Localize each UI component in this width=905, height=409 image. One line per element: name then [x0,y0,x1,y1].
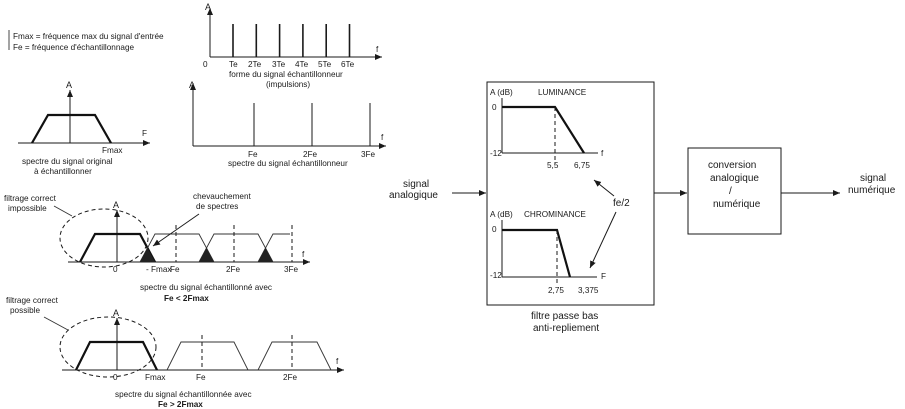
axis-y-label: A (dB) [490,88,513,97]
axis-y-label: A [189,80,195,90]
legend: Fmax = fréquence max du signal d'entrée … [8,30,164,52]
x-tick: 3,375 [578,286,599,295]
y-tick: -12 [490,271,502,280]
filter-caption: anti-repliement [533,323,599,334]
caption: forme du signal échantillonneur [229,70,343,79]
note: possible [10,306,40,315]
replica-spectrum [257,341,332,371]
tick-label: Fe [170,265,180,274]
axis-x-label: f [302,250,305,259]
tick-label: 4Te [295,60,309,69]
note: chevauchement [193,192,252,201]
tick-label: Fe [248,150,258,159]
sampler-spectrum-plot: A f Fe 2Fe 3Fe spectre du signal échanti… [189,80,386,168]
axis-y-label: A (dB) [490,210,513,219]
original-spectrum-plot: A F Fmax spectre du signal original à éc… [18,80,150,176]
caption: spectre du signal échantillonnée avec [115,390,252,399]
tick-label: 2Te [248,60,262,69]
tick-label: 2Fe [226,265,241,274]
filter-caption: filtre passe bas [531,311,598,322]
tick-label: 3Fe [284,265,299,274]
filter-zone-ellipse [59,208,149,268]
legend-fmax: Fmax = fréquence max du signal d'entrée [13,32,164,41]
input-label: signal [403,179,429,190]
processing-chain: signal analogique filtre passe bas anti-… [389,81,896,334]
adc-label: numérique [713,199,761,210]
note: de spectres [196,202,238,211]
luminance-response [502,105,585,154]
tick-label: 3Fe [361,150,376,159]
overlap-region [199,248,214,262]
tick-label: - Fmax [146,265,171,274]
y-tick: -12 [490,149,502,158]
adc-box [687,147,782,235]
input-label: analogique [389,190,438,201]
chrominance-response [502,228,572,278]
chrominance-title: CHROMINANCE [524,210,586,219]
caption-condition: Fe < 2Fmax [164,294,209,303]
correct-plot: A f 0 Fmax Fe 2Fe filtrage correct possi… [6,296,344,409]
axis-y-label: A [113,200,119,210]
origin-label: 0 [113,373,118,382]
tick-fmax: Fmax [102,146,122,155]
note: impossible [8,204,47,213]
origin-label: 0 [203,60,208,69]
caption: spectre du signal échantillonné avec [140,283,272,292]
caption: spectre du signal original [22,157,113,166]
adc-label: / [729,186,732,197]
output-label: numérique [848,185,896,196]
tick-label: 5Te [318,60,332,69]
axis-x-label: f [601,149,604,158]
caption: (impulsions) [266,80,310,89]
tick-label: 2Fe [303,150,318,159]
tick-label: 2Fe [283,373,298,382]
axis-x-label: f [381,133,384,142]
x-tick: 6,75 [574,161,590,170]
replica-spectrum [166,341,249,371]
axis-x-label: F [601,272,606,281]
fe-half-label: fe/2 [613,198,630,209]
x-tick: 5,5 [547,161,559,170]
original-spectrum-trapezoid [31,113,112,144]
base-spectrum [75,340,158,371]
caption: à échantillonner [34,167,92,176]
tick-label: Te [229,60,238,69]
caption: spectre du signal échantillonneur [228,159,348,168]
output-label: signal [860,173,886,184]
luminance-filter-plot: A (dB) LUMINANCE 0 -12 5,5 6,75 f [490,88,604,170]
tick-label: 3Te [272,60,286,69]
tick-label: Fmax [145,373,165,382]
overlap-region [140,248,155,262]
note: filtrage correct [6,296,59,305]
luminance-title: LUMINANCE [538,88,587,97]
legend-fe: Fe = fréquence d'échantillonnage [13,43,134,52]
y-tick: 0 [492,225,497,234]
axis-y-label: A [205,2,211,12]
axis-y-label: A [66,80,72,90]
filter-zone-ellipse [59,316,157,378]
axis-x-label: F [142,129,147,138]
impulse-lines [232,24,351,57]
caption-condition: Fe > 2Fmax [158,400,203,409]
overlap-region [258,248,273,262]
tick-label: 6Te [341,60,355,69]
adc-label: conversion [708,160,756,171]
aliasing-plot: A f 0 - Fmax Fe 2Fe 3Fe filtrage correct… [4,192,310,303]
tick-label: Fe [196,373,206,382]
y-tick: 0 [492,103,497,112]
note: filtrage correct [4,194,57,203]
anti-aliasing-filter-box [486,81,655,306]
axis-x-label: f [336,357,339,366]
axis-x-label: f [376,45,379,54]
adc-label: analogique [710,173,759,184]
origin-label: 0 [113,265,118,274]
x-tick: 2,75 [548,286,564,295]
axis-y-label: A [113,308,119,318]
chrominance-filter-plot: A (dB) CHROMINANCE 0 -12 2,75 3,375 F [490,210,606,295]
impulses-plot: A f 0 Te 2Te 3Te 4Te 5Te 6Te forme du si… [203,2,382,89]
